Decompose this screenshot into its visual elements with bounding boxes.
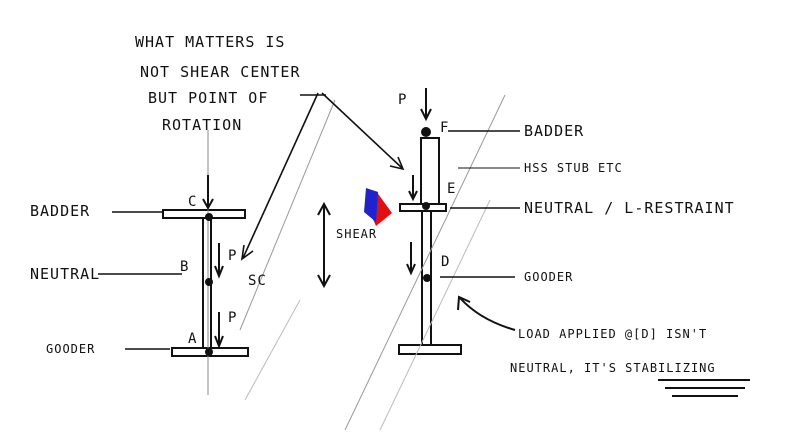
point-d-label: D [441, 254, 450, 270]
point-a-dot [205, 348, 213, 356]
left-top-flange [162, 209, 246, 219]
pointer-to-left [242, 92, 319, 259]
point-b-label: B [180, 259, 189, 275]
note-line-1: WHAT MATTERS IS [135, 33, 285, 51]
left-diag-guide [239, 99, 336, 331]
arrow-d-head [406, 263, 416, 276]
right-neutral-label: NEUTRAL / L-RESTRAINT [524, 199, 735, 217]
left-bottom-flange [171, 347, 249, 357]
sc-label: SC [248, 273, 267, 289]
right-badder-label: BADDER [524, 122, 584, 140]
left-badder-label: BADDER [30, 202, 90, 220]
hss-stub [420, 137, 440, 205]
rotation-note: WHAT MATTERS IS NOT SHEAR CENTER BUT POI… [135, 33, 301, 134]
right-gooder-label: GOODER [524, 270, 573, 284]
left-neutral-label: NEUTRAL [30, 265, 100, 283]
pointer-to-left-head [240, 244, 254, 261]
point-e-label: E [447, 181, 456, 197]
shear-arrow-up-head [317, 201, 331, 216]
right-bottom-flange [398, 344, 462, 355]
point-d-dot [423, 274, 431, 282]
right-diag-guide [344, 94, 506, 431]
left-beam [98, 99, 336, 401]
note-pointer [240, 92, 405, 261]
point-c-dot [205, 213, 213, 221]
load-pointer-head [457, 295, 471, 311]
hss-label: HSS STUB ETC [524, 161, 623, 175]
right-diag-guide-2 [379, 199, 491, 431]
point-a-label: A [188, 331, 197, 347]
shear-arrow-down-head [317, 274, 331, 289]
note-line-2: NOT SHEAR CENTER [140, 63, 301, 81]
arrow-e-head [408, 190, 418, 202]
arrow-p-upper-head [214, 265, 224, 279]
p-upper-label: P [228, 248, 237, 264]
right-p-label: P [398, 92, 407, 108]
shear-blue-mark [364, 188, 378, 222]
p-lower-label: P [228, 310, 237, 326]
point-f-label: F [440, 120, 449, 136]
load-note-line-2: NEUTRAL, IT'S STABILIZING [510, 361, 716, 375]
arrow-p-lower-head [214, 335, 224, 349]
note-line-4: ROTATION [162, 116, 242, 134]
point-f-dot [421, 127, 431, 137]
left-gooder-label: GOODER [46, 342, 95, 356]
load-note-line-1: LOAD APPLIED @[D] ISN'T [518, 327, 707, 341]
point-e-dot [422, 202, 430, 210]
point-b-dot [205, 278, 213, 286]
arrow-c-head [202, 198, 214, 211]
pointer-to-right-head [389, 156, 405, 171]
right-beam [317, 88, 750, 431]
pointer-to-right [321, 92, 403, 169]
shear-label: SHEAR [336, 227, 377, 241]
left-diag-guide-2 [244, 299, 301, 401]
note-line-3: BUT POINT OF [148, 89, 268, 107]
arrow-p-top-head [420, 108, 432, 122]
point-c-label: C [188, 194, 197, 210]
load-pointer [459, 297, 516, 331]
